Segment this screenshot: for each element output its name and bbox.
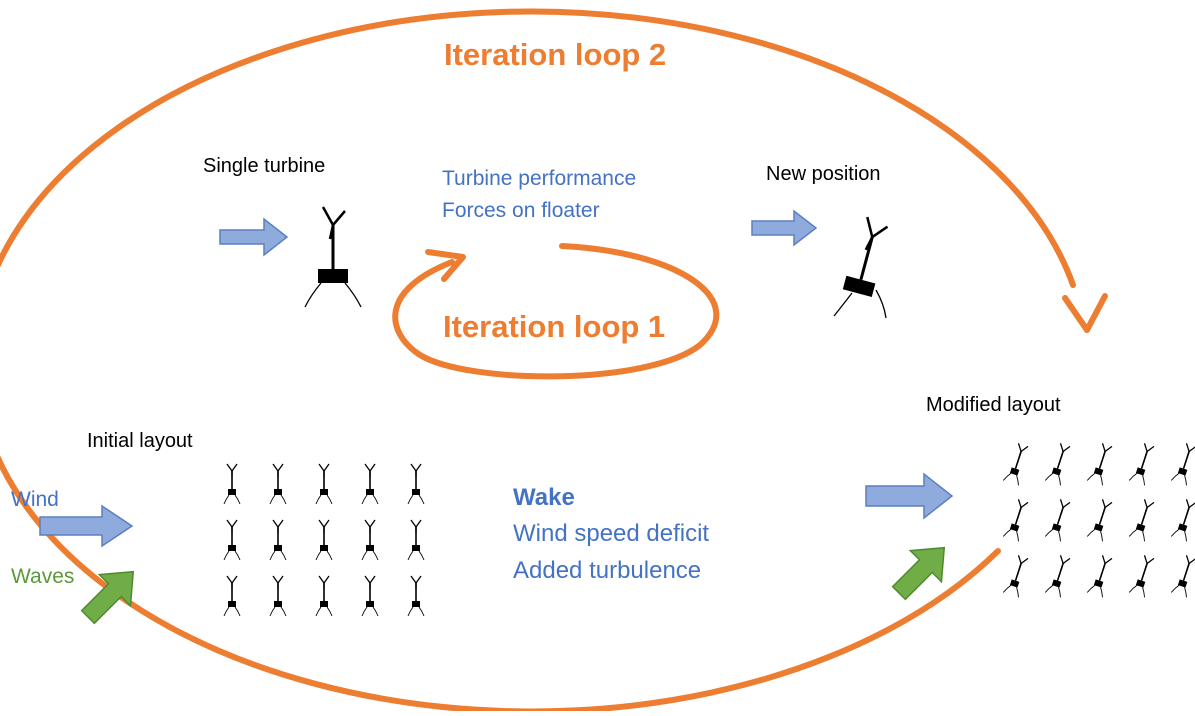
initial-layout-grid [223, 463, 425, 617]
outer-loop-ellipse [0, 8, 1076, 715]
modified-layout-turbine-icon [1170, 441, 1195, 487]
modified-layout-turbine-icon [1086, 497, 1116, 543]
initial-layout-turbine-icon [223, 463, 241, 505]
initial-layout-turbine-icon [315, 463, 333, 505]
initial-layout-turbine-icon [361, 519, 379, 561]
initial-layout-turbine-icon [315, 519, 333, 561]
initial-layout-turbine-icon [315, 575, 333, 617]
forces-on-floater-label: Forces on floater [442, 199, 600, 222]
turbine-performance-label: Turbine performance [442, 167, 637, 190]
modified-layout-turbine-icon [1002, 497, 1032, 543]
initial-layout-turbine-icon [361, 463, 379, 505]
initial-layout-turbine-icon [223, 519, 241, 561]
initial-layout-turbine-icon [407, 519, 425, 561]
initial-layout-turbine-icon [269, 575, 287, 617]
inner-loop-curve [392, 243, 720, 380]
modified-layout-label: Modified layout [926, 394, 1061, 416]
modified-layout-turbine-icon [1044, 497, 1074, 543]
wind-arrow-icon [751, 209, 818, 247]
modified-layout-turbine-icon [1044, 441, 1074, 487]
initial-layout-turbine-icon [361, 575, 379, 617]
modified-layout-turbine-icon [1170, 497, 1195, 543]
added-turbulence-label: Added turbulence [513, 557, 702, 584]
wind-arrow-icon [39, 504, 134, 548]
initial-layout-label: Initial layout [87, 430, 193, 452]
single-turbine-label: Single turbine [203, 155, 326, 177]
modified-layout-turbine-icon [1002, 441, 1032, 487]
inner-loop-arrowhead-icon [425, 249, 466, 282]
wind-arrow-icon [219, 217, 289, 257]
wave-arrow-icon [891, 546, 946, 601]
tilted-turbine-icon [833, 216, 889, 319]
initial-layout-turbine-icon [223, 575, 241, 617]
modified-layout-turbine-icon [1086, 441, 1116, 487]
new-position-label: New position [766, 163, 881, 185]
wake-title: Wake [513, 484, 575, 511]
wind-arrow-icon [865, 472, 954, 520]
modified-layout-turbine-icon [1128, 553, 1158, 599]
wind-speed-deficit-label: Wind speed deficit [513, 520, 710, 547]
initial-layout-turbine-icon [407, 575, 425, 617]
wind-turbine-icon [304, 206, 362, 308]
outer-loop-label: Iteration loop 2 [444, 37, 667, 72]
modified-layout-turbine-icon [1128, 497, 1158, 543]
modified-layout-turbine-icon [1170, 553, 1195, 599]
wind-label: Wind [11, 488, 59, 511]
initial-layout-turbine-icon [269, 463, 287, 505]
inner-loop-label: Iteration loop 1 [443, 309, 666, 344]
modified-layout-turbine-icon [1086, 553, 1116, 599]
modified-layout-turbine-icon [1044, 553, 1074, 599]
waves-label: Waves [11, 565, 75, 588]
modified-layout-turbine-icon [1002, 553, 1032, 599]
initial-layout-turbine-icon [269, 519, 287, 561]
outer-loop-arrowhead-icon [1062, 293, 1108, 333]
initial-layout-turbine-icon [407, 463, 425, 505]
modified-layout-turbine-icon [1128, 441, 1158, 487]
modified-layout-grid [1002, 441, 1195, 599]
wave-arrow-icon [80, 570, 135, 625]
